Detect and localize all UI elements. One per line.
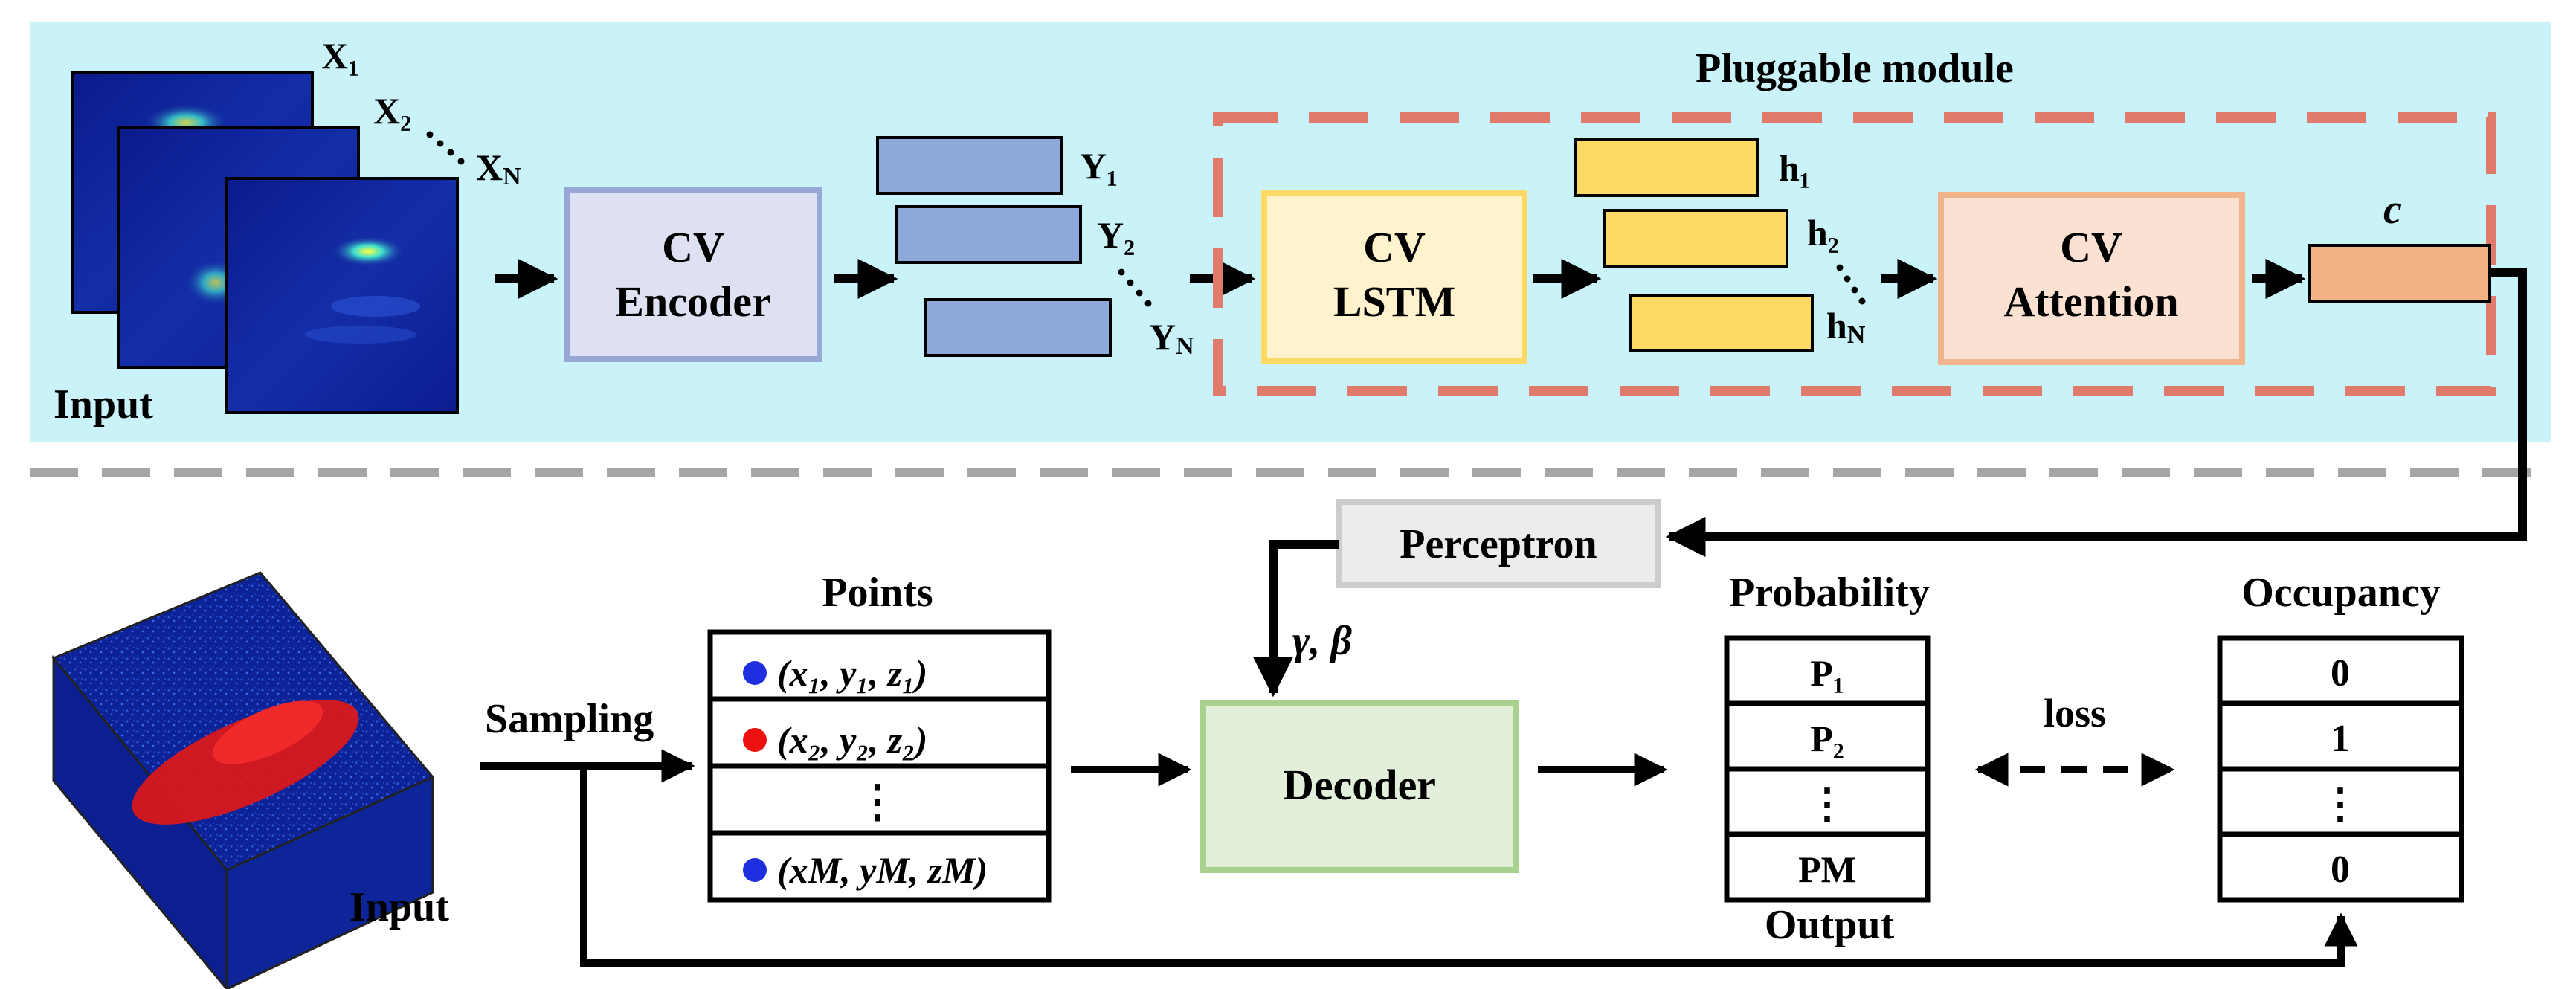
probability-cell-ellipsis: ⋮ xyxy=(1806,782,1848,828)
hidden-ellipsis xyxy=(1836,264,1866,305)
output-label: Output xyxy=(1765,902,1895,948)
token-bar-y2 xyxy=(895,205,1082,264)
frame-label-x1: X₁ xyxy=(321,35,359,77)
hidden-label-h2: h₂ xyxy=(1807,212,1839,254)
point-cloud-input xyxy=(51,571,435,989)
token-bar-yn xyxy=(924,298,1112,357)
pluggable-module-title: Pluggable module xyxy=(1696,45,2014,91)
token-label-y2: Y₂ xyxy=(1097,214,1135,256)
occupancy-table: 0 1 ⋮ 0 xyxy=(2217,635,2464,903)
cv-attention-line1: CV xyxy=(2060,223,2122,271)
token-ellipsis xyxy=(1118,268,1152,307)
cv-lstm-line1: CV xyxy=(1363,223,1426,271)
token-bar-y1 xyxy=(876,136,1063,195)
arrow-bypass-to-occupancy xyxy=(580,766,2358,967)
arrow-perceptron-to-decoder xyxy=(1253,540,1339,698)
probability-cell-2: P₂ xyxy=(1810,718,1844,759)
hidden-bar-hn xyxy=(1629,294,1814,352)
point-dot-2 xyxy=(743,728,767,752)
bottom-input-label: Input xyxy=(350,884,449,930)
perceptron-block: Perceptron xyxy=(1336,499,1661,588)
hidden-bar-h1 xyxy=(1574,138,1759,197)
points-table: (x₁, y₁, z₁) (x₂, y₂, z₂) ⋮ (xM, yM, zM) xyxy=(707,629,1052,903)
input-frame-stack xyxy=(71,71,459,414)
point-dot-1 xyxy=(743,661,767,685)
cv-attention-block: CV Attention xyxy=(1938,192,2245,365)
frame-label-x2: X₂ xyxy=(373,90,411,132)
point-dot-m xyxy=(743,858,767,882)
sampling-label: Sampling xyxy=(485,696,654,742)
probability-cell-1: P₁ xyxy=(1810,652,1844,694)
cv-encoder-block: CV Encoder xyxy=(564,187,822,362)
cv-encoder-line1: CV xyxy=(662,223,724,271)
hidden-bar-h2 xyxy=(1603,209,1788,268)
occupancy-cell-2: 1 xyxy=(2331,718,2350,760)
cv-lstm-block: CV LSTM xyxy=(1261,190,1527,364)
probability-table: P₁ P₂ ⋮ PM xyxy=(1724,635,1931,903)
decoder-block: Decoder xyxy=(1200,700,1519,873)
point-row-2: (x₂, y₂, z₂) xyxy=(777,719,927,761)
film-parameters-label: γ, β xyxy=(1292,618,1352,664)
occupancy-title: Occupancy xyxy=(2241,570,2441,616)
hidden-label-h1: h₁ xyxy=(1779,147,1811,189)
occupancy-cell-m: 0 xyxy=(2331,848,2350,891)
probability-cell-m: PM xyxy=(1798,848,1856,890)
occupancy-cell-1: 0 xyxy=(2331,652,2350,695)
cv-encoder-line2: Encoder xyxy=(615,277,770,326)
arrow-context-to-perceptron xyxy=(1665,268,2527,557)
occupancy-cell-ellipsis: ⋮ xyxy=(2319,782,2361,828)
token-label-yn: YN xyxy=(1149,316,1194,360)
cv-lstm-line2: LSTM xyxy=(1333,277,1455,326)
point-row-ellipsis: ⋮ xyxy=(855,777,900,826)
hidden-label-hn: hN xyxy=(1826,305,1866,349)
points-title: Points xyxy=(822,570,933,616)
context-vector-label: c xyxy=(2383,187,2402,233)
token-label-y1: Y₁ xyxy=(1080,145,1118,187)
probability-title: Probability xyxy=(1729,570,1930,616)
point-row-1: (x₁, y₁, z₁) xyxy=(777,652,927,694)
frame-label-xn: XN xyxy=(476,146,521,190)
input-frame-n xyxy=(225,177,459,414)
top-input-label: Input xyxy=(54,381,153,428)
cv-attention-line2: Attention xyxy=(2003,277,2178,326)
perceptron-label: Perceptron xyxy=(1400,521,1597,567)
loss-label: loss xyxy=(2044,691,2106,735)
context-vector-bar xyxy=(2308,244,2491,303)
frame-ellipsis xyxy=(426,131,465,165)
decoder-label: Decoder xyxy=(1283,761,1436,809)
point-row-m: (xM, yM, zM) xyxy=(777,849,988,891)
